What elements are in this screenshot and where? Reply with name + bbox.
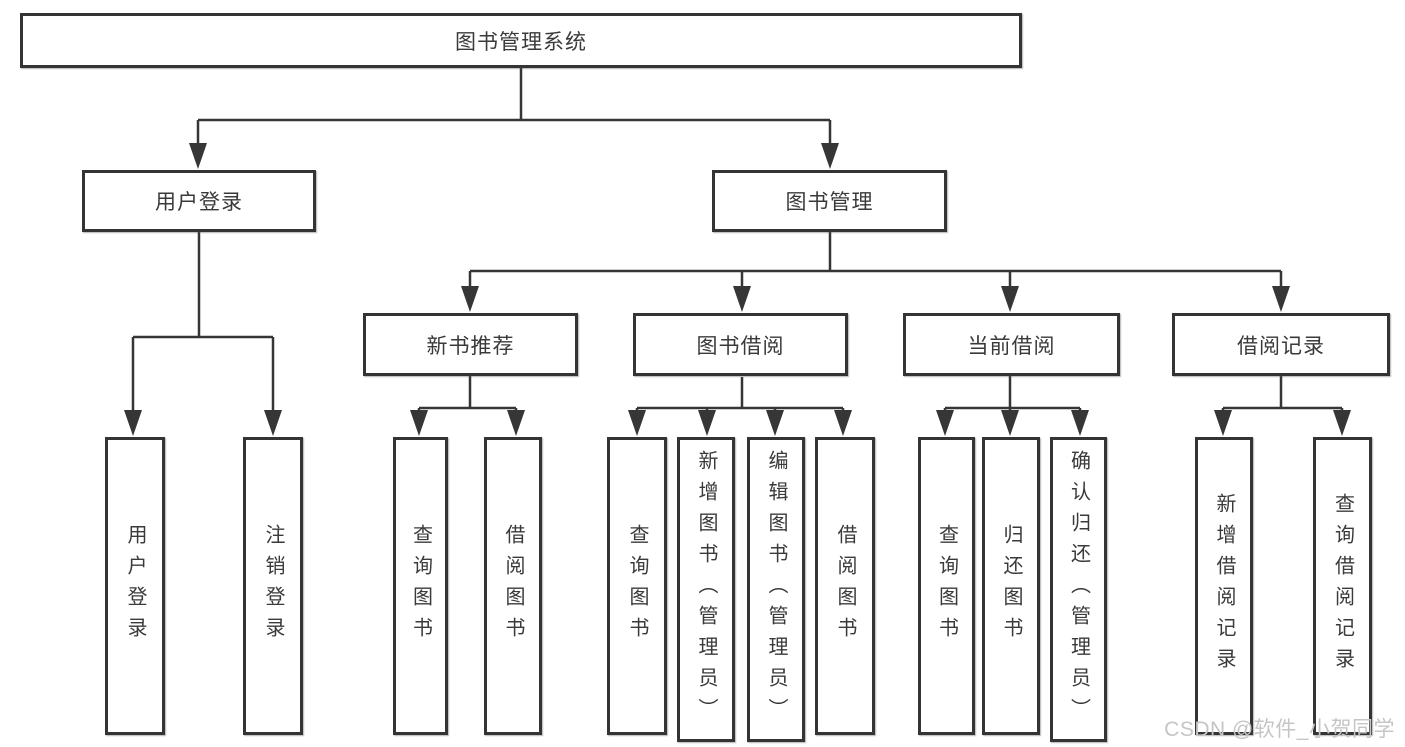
leaf-label: 编辑图书（管理员）	[765, 450, 787, 729]
leaf-label: 借阅图书	[502, 524, 524, 648]
arrowhead-icon	[1001, 410, 1019, 436]
node-label: 新书推荐	[426, 334, 515, 358]
node-library-system: 图书管理系统	[20, 13, 1022, 68]
arrowhead-icon	[1001, 286, 1019, 312]
leaf-add-borrow-record: 新增借阅记录	[1195, 437, 1253, 735]
arrowhead-icon	[698, 410, 716, 436]
leaf-borrow-books: 借阅图书	[815, 437, 875, 735]
leaf-query-books: 查询图书	[918, 437, 975, 735]
node-label: 图书管理	[785, 191, 874, 214]
node-borrow-records: 借阅记录	[1172, 313, 1390, 376]
arrowhead-icon	[936, 410, 954, 436]
leaf-label: 用户登录	[124, 524, 146, 648]
leaf-confirm-return-admin: 确认归还（管理员）	[1050, 437, 1107, 742]
arrowhead-icon	[461, 286, 479, 312]
leaf-add-books-admin: 新增图书（管理员）	[677, 437, 735, 742]
leaf-logout: 注销登录	[243, 437, 303, 735]
arrowhead-icon	[124, 410, 142, 436]
connector-user-login-to-leaves	[131, 232, 275, 413]
leaf-label: 查询图书	[626, 524, 648, 648]
node-label: 用户登录	[155, 191, 243, 214]
leaf-label: 注销登录	[262, 524, 284, 648]
leaf-label: 查询图书	[935, 524, 958, 648]
arrowhead-icon	[1333, 410, 1351, 436]
arrowhead-icon	[1272, 286, 1290, 312]
node-new-book-recommend: 新书推荐	[363, 313, 578, 376]
connector-current-to-leaves	[943, 376, 1082, 414]
leaf-edit-books-admin: 编辑图书（管理员）	[747, 437, 805, 742]
leaf-label: 新增借阅记录	[1213, 493, 1235, 679]
connector-root-to-level2	[196, 68, 832, 147]
connector-newbook-to-leaves	[417, 376, 518, 414]
leaf-query-books: 查询图书	[607, 437, 667, 735]
connector-records-to-leaves	[1221, 376, 1344, 414]
leaf-label: 归还图书	[1000, 524, 1022, 648]
connector-book-mgmt-to-level3	[468, 232, 1283, 289]
arrowhead-icon	[507, 410, 525, 436]
leaf-user-login: 用户登录	[105, 437, 165, 735]
leaf-query-books: 查询图书	[393, 437, 448, 735]
arrowhead-icon	[628, 410, 646, 436]
leaf-return-books: 归还图书	[982, 437, 1040, 735]
connector-borrow-to-leaves	[635, 377, 845, 414]
leaf-query-borrow-record: 查询借阅记录	[1313, 437, 1372, 735]
leaf-borrow-books: 借阅图书	[484, 437, 542, 735]
arrowhead-icon	[766, 410, 784, 436]
leaf-label: 查询借阅记录	[1331, 493, 1354, 679]
arrowhead-icon	[834, 410, 852, 436]
csdn-watermark: CSDN @软件_小贺同学	[1164, 718, 1395, 741]
leaf-label: 借阅图书	[834, 524, 856, 648]
node-label: 图书管理系统	[455, 30, 587, 54]
node-label: 借阅记录	[1237, 334, 1325, 358]
leaf-label: 查询图书	[409, 524, 432, 648]
arrowhead-icon	[264, 410, 282, 436]
arrowhead-icon	[189, 143, 207, 169]
arrowhead-icon	[733, 286, 751, 312]
arrowhead-icon	[821, 143, 839, 169]
node-book-borrow: 图书借阅	[633, 313, 848, 376]
node-current-borrow: 当前借阅	[903, 313, 1120, 376]
node-label: 图书借阅	[696, 334, 785, 358]
leaf-label: 确认归还（管理员）	[1067, 450, 1090, 729]
node-book-management: 图书管理	[712, 170, 947, 232]
arrowhead-icon	[1071, 410, 1089, 436]
arrowhead-icon	[410, 410, 428, 436]
leaf-label: 新增图书（管理员）	[695, 450, 717, 729]
node-user-login: 用户登录	[82, 170, 316, 232]
node-label: 当前借阅	[967, 334, 1056, 358]
arrowhead-icon	[1214, 410, 1232, 436]
